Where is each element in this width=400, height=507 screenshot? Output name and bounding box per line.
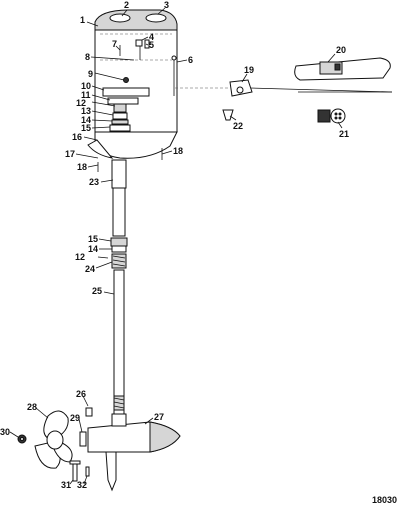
callout-6: 6 [188, 55, 193, 65]
callout-3: 3 [164, 0, 169, 10]
plug-connectors [317, 108, 346, 124]
callout-8: 8 [85, 52, 90, 62]
callout-17: 17 [65, 149, 75, 159]
callout-5: 5 [149, 40, 154, 50]
callout-14: 14 [81, 115, 91, 125]
callout-12-lower: 12 [75, 252, 85, 262]
callout-24: 24 [85, 264, 95, 274]
cable-connector [229, 79, 253, 97]
callout-labels: 1 2 3 4 5 6 7 8 9 10 11 12 13 14 15 16 1… [0, 0, 349, 490]
callout-9: 9 [88, 69, 93, 79]
callout-31: 31 [61, 480, 71, 490]
callout-10: 10 [81, 81, 91, 91]
callout-12: 12 [76, 98, 86, 108]
callout-23: 23 [89, 177, 99, 187]
callout-28: 28 [27, 402, 37, 412]
lower-motor-unit [87, 413, 181, 492]
callout-27: 27 [154, 412, 164, 422]
shaft-assembly [110, 159, 128, 415]
callout-26: 26 [76, 389, 86, 399]
callout-18-left: 18 [77, 162, 87, 172]
bottom-fasteners [69, 460, 90, 482]
callout-7: 7 [112, 39, 117, 49]
callout-4: 4 [149, 32, 154, 42]
callout-15-lower: 15 [88, 234, 98, 244]
callout-2: 2 [124, 0, 129, 10]
callout-30: 30 [0, 427, 10, 437]
callout-14-lower: 14 [88, 244, 98, 254]
motor-head-housing [87, 9, 178, 159]
callout-15: 15 [81, 123, 91, 133]
callout-32: 32 [77, 480, 87, 490]
callout-25: 25 [92, 286, 102, 296]
callout-29: 29 [70, 413, 80, 423]
callout-13: 13 [81, 106, 91, 116]
callout-11: 11 [81, 90, 91, 100]
callout-19: 19 [244, 65, 254, 75]
wire-nut [222, 109, 234, 121]
propeller [17, 407, 93, 469]
callout-22: 22 [233, 121, 243, 131]
document-id: 18030 [372, 495, 397, 505]
callout-16: 16 [72, 132, 82, 142]
callout-21: 21 [339, 129, 349, 139]
callout-1: 1 [80, 15, 85, 25]
leader-lines [9, 7, 343, 485]
foot-pedal-assembly [175, 57, 393, 93]
callout-18-right: 18 [173, 146, 183, 156]
callout-20: 20 [336, 45, 346, 55]
